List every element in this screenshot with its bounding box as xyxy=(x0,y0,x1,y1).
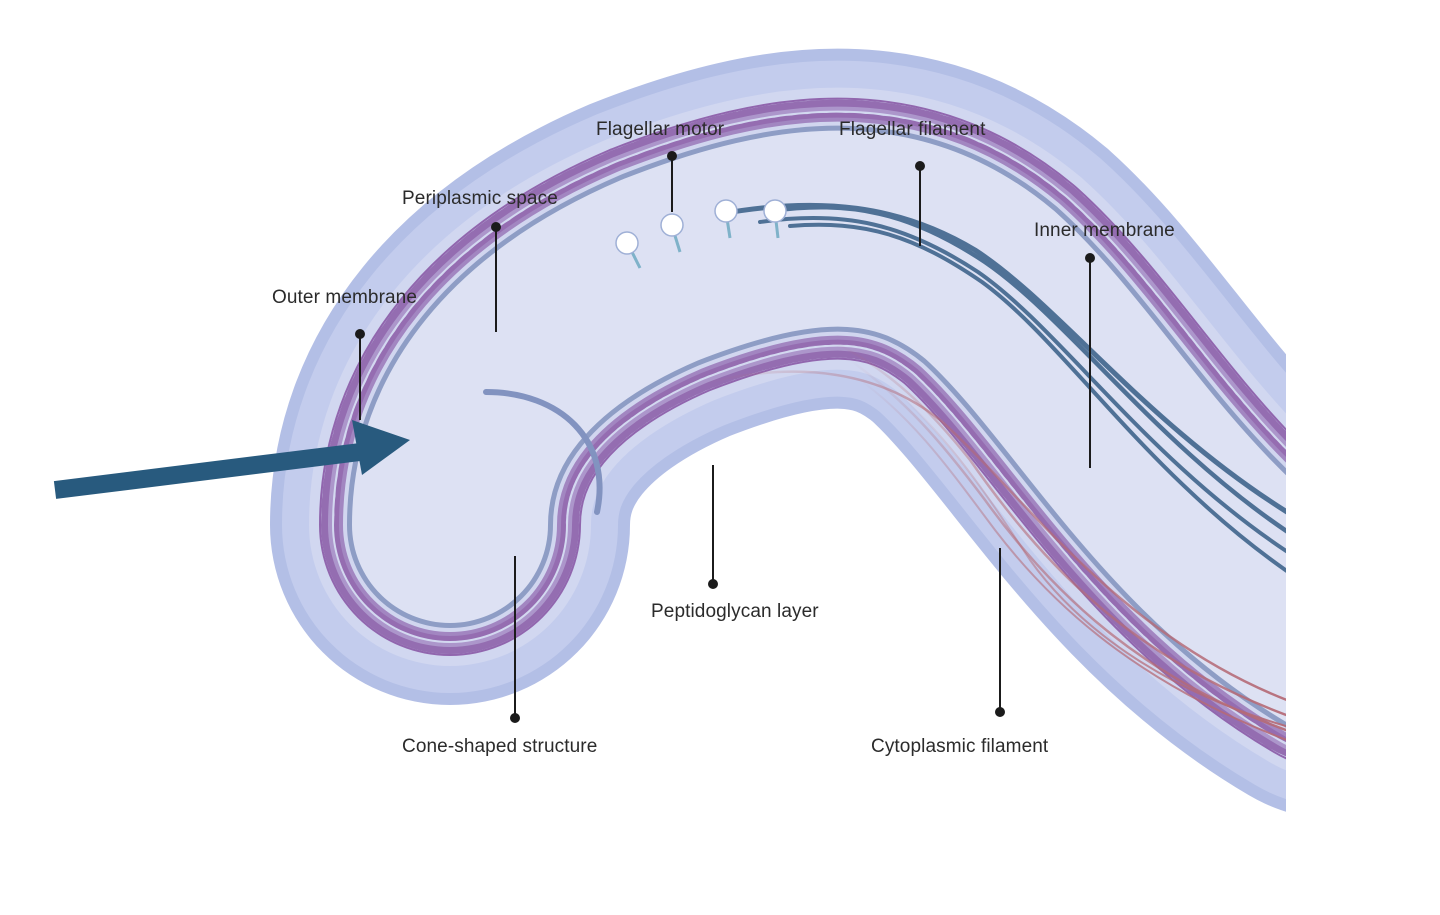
cell-body xyxy=(270,48,1286,811)
label-cytoplasmic-filament: Cytoplasmic filament xyxy=(871,736,1049,757)
cytoplasmic-filaments xyxy=(703,338,1286,741)
cone-shaped-structure xyxy=(483,389,603,515)
flagellar-motor-disc xyxy=(763,199,787,223)
label-inner-membrane: Inner membrane xyxy=(1034,220,1175,241)
label-cone-shaped-structure: Cone-shaped structure xyxy=(402,736,598,757)
flagellar-filaments xyxy=(717,202,1286,573)
flagellar-motor-disc xyxy=(615,231,639,255)
label-flagellar-filament: Flagellar filament xyxy=(839,119,986,140)
flagellar-motor-disc xyxy=(714,199,738,223)
label-flagellar-motor: Flagellar motor xyxy=(596,119,725,140)
label-periplasmic-space: Periplasmic space xyxy=(402,188,558,209)
label-peptidoglycan-layer: Peptidoglycan layer xyxy=(651,601,819,622)
pointer-arrow xyxy=(53,420,410,499)
flagellar-motors xyxy=(615,199,787,269)
label-outer-membrane: Outer membrane xyxy=(272,287,418,308)
leader-lines xyxy=(355,151,1095,723)
flagellar-motor-disc xyxy=(660,213,684,237)
